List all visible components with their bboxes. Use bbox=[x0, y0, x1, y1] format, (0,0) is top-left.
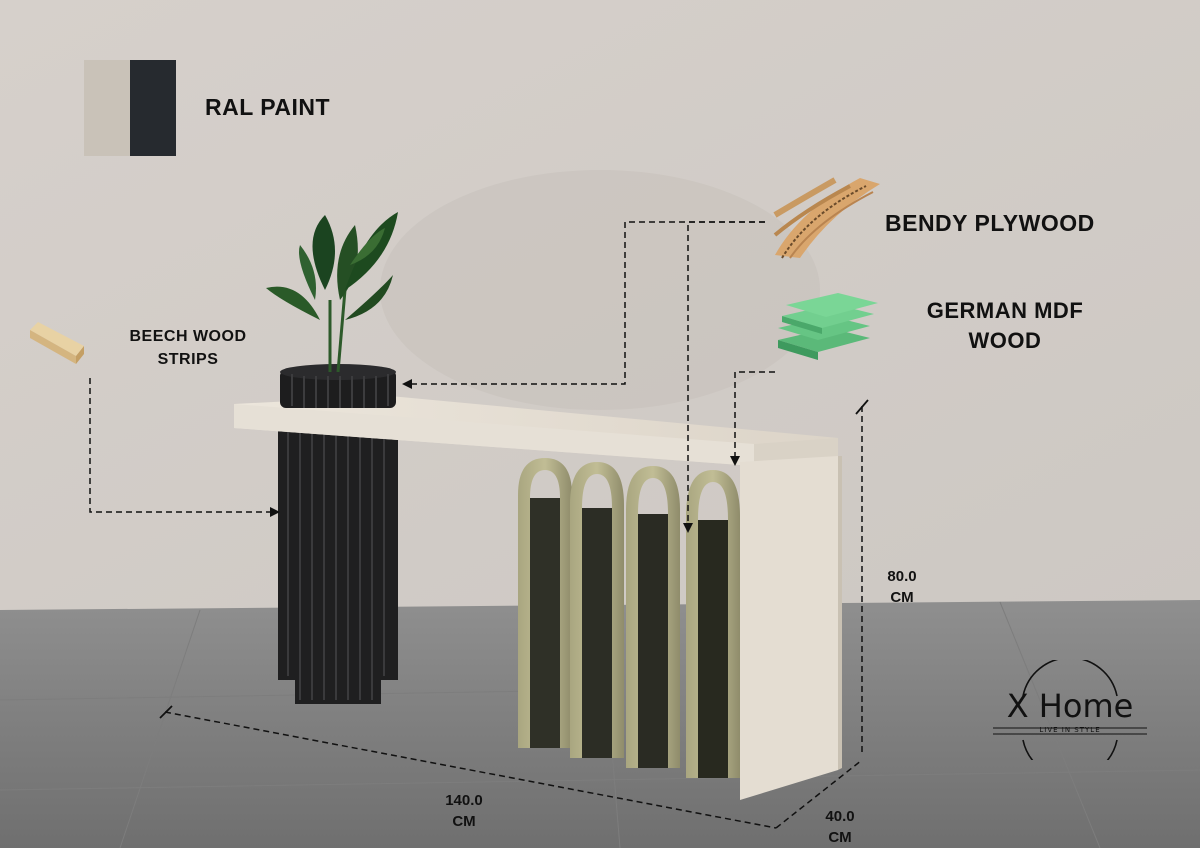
table-shadow bbox=[380, 170, 820, 410]
bendy-plywood-arches bbox=[518, 458, 740, 778]
bendy-plywood-label: BENDY PLYWOOD bbox=[885, 210, 1095, 236]
paint-swatch-light bbox=[84, 60, 130, 156]
german-mdf-label: GERMAN MDF WOOD bbox=[900, 296, 1110, 356]
plant-leaves bbox=[266, 212, 398, 373]
bendy-plywood-icon bbox=[773, 177, 880, 259]
depth-dimension: 40.0 CM bbox=[800, 806, 880, 848]
width-value: 140.0 bbox=[445, 792, 483, 809]
paint-swatch-dark bbox=[130, 60, 176, 156]
width-dimension: 140.0 CM bbox=[424, 790, 504, 832]
beech-strip-icon bbox=[30, 322, 84, 364]
beech-wood-label-line2: STRIPS bbox=[157, 351, 219, 368]
width-unit: CM bbox=[452, 813, 476, 830]
ral-paint-label: RAL PAINT bbox=[205, 94, 331, 120]
beech-wood-label-line1: BEECH WOOD bbox=[129, 328, 247, 345]
depth-unit: CM bbox=[828, 829, 852, 846]
german-mdf-label-line1: GERMAN MDF bbox=[926, 298, 1084, 323]
height-unit: CM bbox=[890, 589, 914, 606]
brand-logo: X Home LIVE IN STYLE bbox=[985, 660, 1155, 760]
brand-tagline: LIVE IN STYLE bbox=[1039, 726, 1101, 734]
annotation-lines bbox=[89, 221, 863, 829]
side-slab bbox=[740, 456, 838, 800]
dimension-ticks bbox=[159, 399, 869, 719]
brand-logo-circle bbox=[993, 660, 1147, 760]
height-value: 80.0 bbox=[887, 568, 917, 585]
brand-name: X Home bbox=[1006, 687, 1134, 725]
mdf-board-icon bbox=[778, 293, 878, 360]
beech-wood-label: BEECH WOOD STRIPS bbox=[110, 325, 266, 371]
german-mdf-label-line2: WOOD bbox=[968, 328, 1042, 353]
height-dimension: 80.0 CM bbox=[862, 566, 942, 608]
depth-value: 40.0 bbox=[825, 808, 855, 825]
side-slab-edge bbox=[838, 456, 842, 770]
fluted-column bbox=[278, 430, 398, 704]
annotation-arrowheads bbox=[270, 379, 740, 533]
